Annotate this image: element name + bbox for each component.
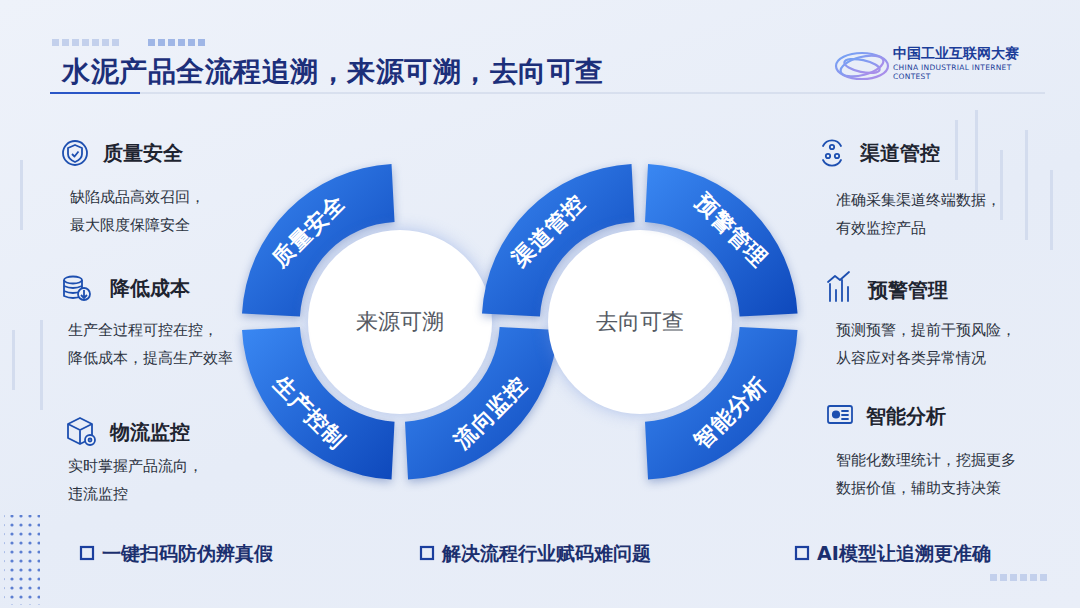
highlight-point: 解决流程行业赋码难问题 [442, 541, 651, 567]
feature-description: 智能化数理统计，挖掘更多 数据价值，辅助支持决策 [836, 446, 1041, 502]
highlight-point: 一键扫码防伪辨真假 [102, 541, 273, 567]
dot-grid [4, 515, 40, 605]
title-rule [50, 93, 1045, 94]
slide-title: 水泥产品全流程追溯，来源可溯，去向可查 [62, 53, 604, 91]
segment-fill [645, 327, 798, 480]
segment-fill [645, 164, 798, 317]
feature-description: 缺陷成品高效召回， 最大限度保障安全 [70, 183, 230, 239]
feature-heading: 渠道管控 [860, 140, 940, 167]
feature-icons [63, 141, 95, 445]
logo-text: 中国工业互联网大赛 [893, 45, 1019, 63]
feature-description: 准确采集渠道终端数据， 有效监控产品 [836, 186, 1036, 242]
logo-subtext: CHINA INDUSTRIAL INTERNET CONTEST [893, 64, 1021, 81]
feature-description: 实时掌握产品流向， 违流监控 [68, 452, 218, 508]
logo-mark [836, 52, 888, 81]
ring-segment: 智能分析 [645, 327, 798, 480]
feature-heading: 降低成本 [110, 275, 190, 302]
ring-segment: 流向监控 [405, 327, 558, 480]
segment-fill [405, 327, 558, 480]
feature-heading: 预警管理 [868, 277, 948, 304]
highlight-point: AI模型让追溯更准确 [817, 541, 991, 567]
ring-segment: 生产控制 [242, 327, 395, 480]
feature-heading: 物流监控 [110, 419, 190, 446]
segment-fill [242, 327, 395, 480]
center-circle: 来源可溯 [308, 230, 492, 414]
center-circle: 去向可查 [548, 230, 732, 414]
feature-heading: 质量安全 [103, 140, 183, 167]
feature-heading: 智能分析 [866, 403, 946, 430]
ring-segment: 预警管理 [645, 164, 798, 317]
circle-label: 来源可溯 [356, 307, 444, 337]
feature-description: 预测预警，提前干预风险， 从容应对各类异常情况 [836, 316, 1036, 372]
feature-description: 生产全过程可控在控， 降低成本，提高生产效率 [68, 316, 268, 372]
feature-icons [823, 140, 852, 423]
circle-label: 去向可查 [596, 307, 684, 337]
deco-blocks [52, 39, 1047, 581]
title-rule-accent [50, 92, 140, 94]
